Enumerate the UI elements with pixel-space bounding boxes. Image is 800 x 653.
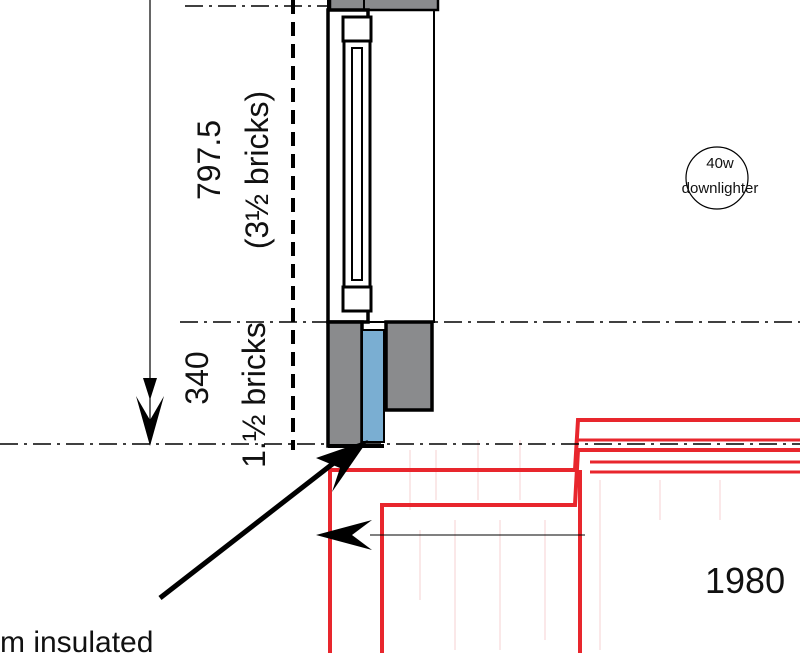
reference-lines xyxy=(0,5,800,445)
fixture-watt: 40w xyxy=(706,155,734,172)
dim-upper-bricks: (3½ bricks) xyxy=(239,91,275,249)
outer-brick-leaf xyxy=(326,320,364,448)
dim-upper-value: 797.5 xyxy=(191,120,227,200)
dim-lower-value: 340 xyxy=(179,351,215,404)
note-fragment: m insulated xyxy=(0,626,153,653)
vertical-dimension xyxy=(136,0,164,446)
red-plan-outer-wall xyxy=(328,418,800,653)
window-glazing-inner xyxy=(351,47,363,281)
downlighter-symbol: 40w downlighter xyxy=(682,146,759,210)
note-leader-arrowhead-icon xyxy=(316,440,368,492)
fixture-name: downlighter xyxy=(682,180,759,197)
red-plan-ghost-hatching xyxy=(409,440,721,650)
vertical-dimension-arrow-upper xyxy=(143,378,157,400)
vertical-dimension-arrow-lower xyxy=(136,396,164,446)
dim-lower-bricks: 1.½ bricks xyxy=(236,322,272,468)
inner-brick-leaf xyxy=(384,320,434,412)
window-section xyxy=(326,0,440,324)
cavity-insulation xyxy=(361,329,385,443)
window-top-block xyxy=(341,15,373,43)
red-plan-inner-wall xyxy=(380,448,800,653)
existing-plan-outline xyxy=(328,418,800,653)
downlighter-circle-icon xyxy=(685,146,749,210)
sill-section xyxy=(326,320,434,448)
dim-right-arrow-icon xyxy=(316,520,372,550)
window-bottom-block xyxy=(341,285,373,313)
note-leader-line xyxy=(158,460,337,600)
window-head xyxy=(328,0,440,12)
note-leader xyxy=(158,440,368,600)
dim-right: 1980 xyxy=(705,560,785,601)
